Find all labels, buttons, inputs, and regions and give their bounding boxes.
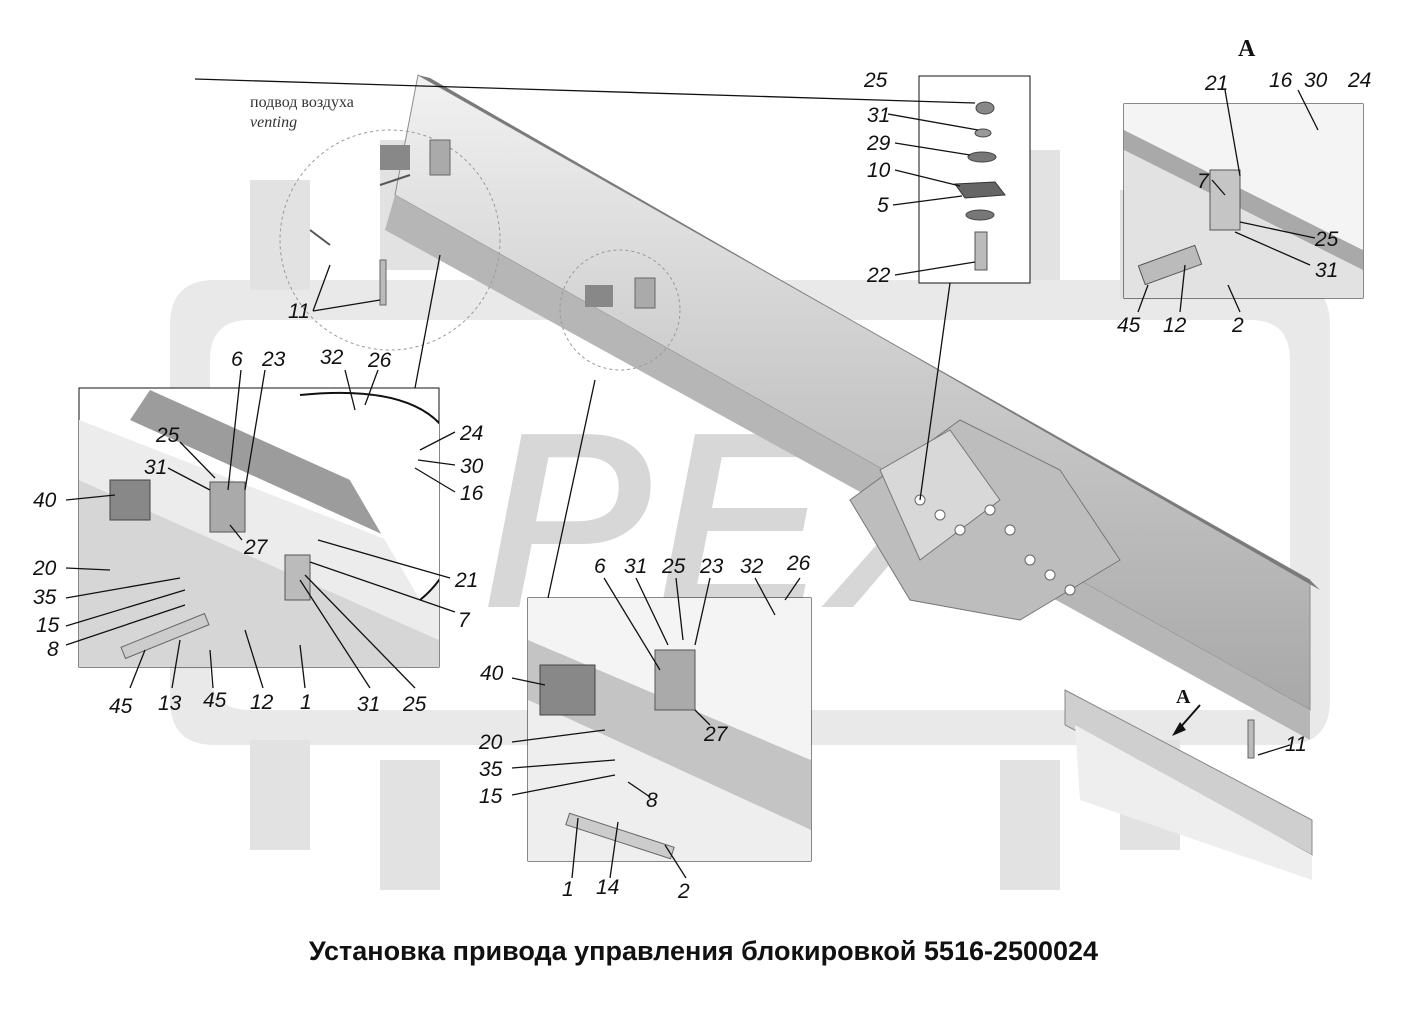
callout-label: 45 bbox=[203, 689, 227, 712]
callout-label: 27 bbox=[703, 723, 729, 746]
inset-center-valve bbox=[527, 597, 812, 862]
inset-hardware bbox=[918, 75, 1031, 284]
callout-label: 12 bbox=[250, 691, 274, 714]
callout-label: 12 bbox=[1163, 314, 1187, 337]
callout-label: 45 bbox=[1117, 314, 1141, 337]
callout-label: 26 bbox=[786, 552, 811, 575]
callout-label: 6 bbox=[231, 348, 243, 371]
view-a-location bbox=[1064, 689, 1313, 880]
callout-label: 31 bbox=[144, 456, 167, 479]
callout-label: 25 bbox=[1314, 228, 1339, 251]
callout-label: 32 bbox=[740, 555, 764, 578]
callout-label: 13 bbox=[158, 692, 182, 715]
callout-label: 16 bbox=[460, 482, 484, 505]
callout-label: 7 bbox=[458, 609, 471, 632]
leader-lines bbox=[65, 78, 1319, 879]
view-letter-arrow: А bbox=[1176, 686, 1191, 708]
callout-label: 25 bbox=[863, 69, 888, 92]
callout-label: 2 bbox=[1231, 314, 1244, 337]
callout-label: 1 bbox=[562, 878, 574, 901]
callout-label: 8 bbox=[47, 638, 59, 661]
inset-left-valve bbox=[78, 387, 440, 668]
callout-label: 25 bbox=[402, 693, 427, 716]
callout-label: 30 bbox=[460, 455, 484, 478]
callout-label: 5 bbox=[877, 194, 889, 217]
callout-label: 21 bbox=[1204, 72, 1228, 95]
callout-label: 20 bbox=[32, 557, 57, 580]
callout-label: 32 bbox=[320, 346, 344, 369]
callout-label: 26 bbox=[367, 349, 392, 372]
callout-label: 15 bbox=[479, 785, 503, 808]
callout-label: 24 bbox=[459, 422, 483, 445]
callout-label: 45 bbox=[109, 695, 133, 718]
callout-label: 11 bbox=[288, 300, 310, 323]
callout-label: 23 bbox=[699, 555, 724, 578]
callout-label: 14 bbox=[596, 876, 619, 899]
callout-label: 22 bbox=[866, 264, 891, 287]
callout-label: 40 bbox=[33, 489, 57, 512]
callout-label: 40 bbox=[480, 662, 504, 685]
callout-label: 30 bbox=[1304, 69, 1328, 92]
view-letter-top: А bbox=[1238, 36, 1256, 62]
callout-label: 35 bbox=[479, 758, 503, 781]
callout-label: 31 bbox=[1315, 259, 1338, 282]
callout-label: 16 bbox=[1269, 69, 1293, 92]
annotation-ru: подвод воздуха bbox=[250, 94, 354, 111]
callout-label: 31 bbox=[357, 693, 380, 716]
frame-rail bbox=[279, 74, 1320, 740]
callout-label: 15 bbox=[36, 614, 60, 637]
callout-label: 25 bbox=[661, 555, 686, 578]
callout-label: 27 bbox=[243, 536, 269, 559]
callout-label: 6 bbox=[594, 555, 606, 578]
callout-label: 35 bbox=[33, 586, 57, 609]
callout-label: 11 bbox=[1285, 733, 1307, 756]
callout-label: 7 bbox=[1197, 170, 1210, 193]
callout-label: 23 bbox=[261, 348, 286, 371]
diagram-title: Установка привода управления блокировкой… bbox=[308, 936, 1099, 966]
callout-label: 29 bbox=[866, 132, 891, 155]
callout-label: 21 bbox=[454, 569, 478, 592]
callout-label: 31 bbox=[867, 104, 890, 127]
annotation-en: venting bbox=[250, 114, 297, 131]
callout-label: 20 bbox=[478, 731, 503, 754]
callout-label: 8 bbox=[646, 789, 658, 812]
callout-label: 31 bbox=[624, 555, 647, 578]
callout-label: 2 bbox=[677, 880, 690, 903]
callout-label: 24 bbox=[1347, 69, 1371, 92]
callout-label: 10 bbox=[867, 159, 891, 182]
callout-label: 25 bbox=[155, 424, 180, 447]
callout-label: 1 bbox=[300, 691, 312, 714]
